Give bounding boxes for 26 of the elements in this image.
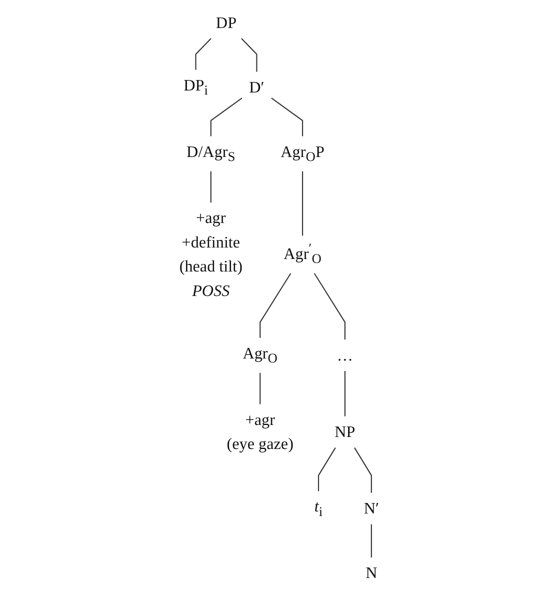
node-text: D/Agr$_{S}$	[186, 142, 236, 165]
node-text: +agr +definite (head tilt) POSS	[179, 208, 242, 300]
node-text: Agr$_{O}$P	[280, 142, 324, 165]
connector	[259, 372, 260, 404]
node-text: NP	[334, 422, 356, 440]
node-text: …	[336, 346, 353, 364]
connector	[354, 447, 372, 493]
node-text: t$_{i}$	[314, 497, 322, 520]
node-text: N′	[364, 499, 379, 518]
connector	[370, 524, 372, 558]
connector	[195, 38, 212, 70]
connector	[210, 98, 242, 136]
node-text: +agr (eye gaze)	[226, 410, 294, 453]
node-text: DP	[216, 13, 236, 32]
connector	[318, 447, 336, 492]
connector	[302, 171, 303, 236]
node-text: Agr$_{O}$	[242, 344, 278, 366]
connector	[210, 171, 212, 203]
connector	[314, 273, 346, 340]
node-text: DP$_{i}$	[183, 76, 208, 98]
connector	[259, 273, 291, 338]
connector	[344, 371, 346, 416]
connector	[270, 98, 303, 136]
node-text: D′	[248, 78, 264, 96]
node-text: N	[365, 564, 378, 582]
connector	[240, 38, 258, 72]
